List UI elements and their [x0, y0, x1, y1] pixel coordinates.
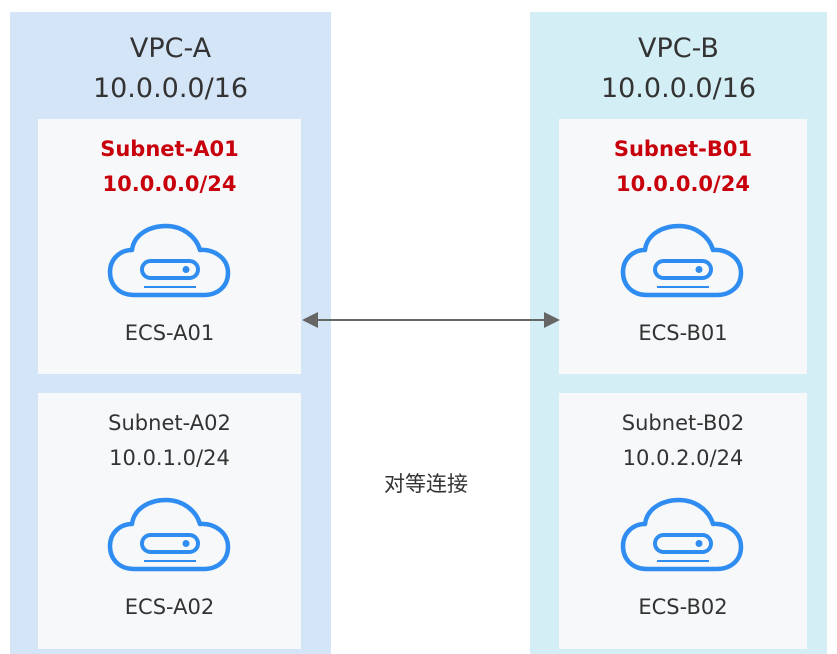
ecs-cloud-icon — [620, 223, 744, 298]
ecs-cloud-icon — [107, 223, 230, 298]
ecs-a02-label: ECS-A02 — [124, 595, 215, 619]
subnet-a02-cidr: 10.0.1.0/24 — [109, 446, 230, 470]
ecs-cloud-icon — [620, 497, 744, 572]
vpc-b-cidr: 10.0.0.0/16 — [600, 73, 757, 104]
ecs-b02-label: ECS-B02 — [638, 595, 728, 619]
subnet-b02: Subnet-B02 10.0.2.0/24 ECS-B02 — [559, 393, 807, 649]
ecs-a01-label: ECS-A01 — [124, 321, 215, 345]
subnet-b02-name: Subnet-B02 — [621, 411, 745, 435]
ecs-cloud-icon — [107, 497, 230, 572]
subnet-a02-name: Subnet-A02 — [108, 411, 231, 435]
vpc-b-container: VPC-B 10.0.0.0/16 Subnet-B01 10.0.0.0/24… — [530, 12, 827, 654]
ecs-b01-label: ECS-B01 — [638, 321, 728, 345]
subnet-a02: Subnet-A02 10.0.1.0/24 ECS-A02 — [38, 393, 301, 649]
subnet-b01-name: Subnet-B01 — [613, 137, 753, 161]
subnet-a01: Subnet-A01 10.0.0.0/24 ECS-A01 — [38, 119, 301, 374]
peering-double-arrow-icon — [302, 312, 560, 328]
subnet-b01-cidr: 10.0.0.0/24 — [616, 172, 750, 196]
vpc-a-name: VPC-A — [129, 33, 212, 64]
vpc-a-cidr: 10.0.0.0/16 — [92, 73, 249, 104]
peering-connection-label: 对等连接 — [384, 472, 468, 496]
subnet-a01-cidr: 10.0.0.0/24 — [102, 172, 237, 196]
subnet-b02-cidr: 10.0.2.0/24 — [622, 446, 744, 470]
subnet-a01-name: Subnet-A01 — [100, 137, 239, 161]
vpc-b-name: VPC-B — [638, 33, 719, 64]
subnet-b01: Subnet-B01 10.0.0.0/24 ECS-B01 — [559, 119, 807, 374]
vpc-a-container: VPC-A 10.0.0.0/16 Subnet-A01 10.0.0.0/24… — [10, 12, 331, 654]
